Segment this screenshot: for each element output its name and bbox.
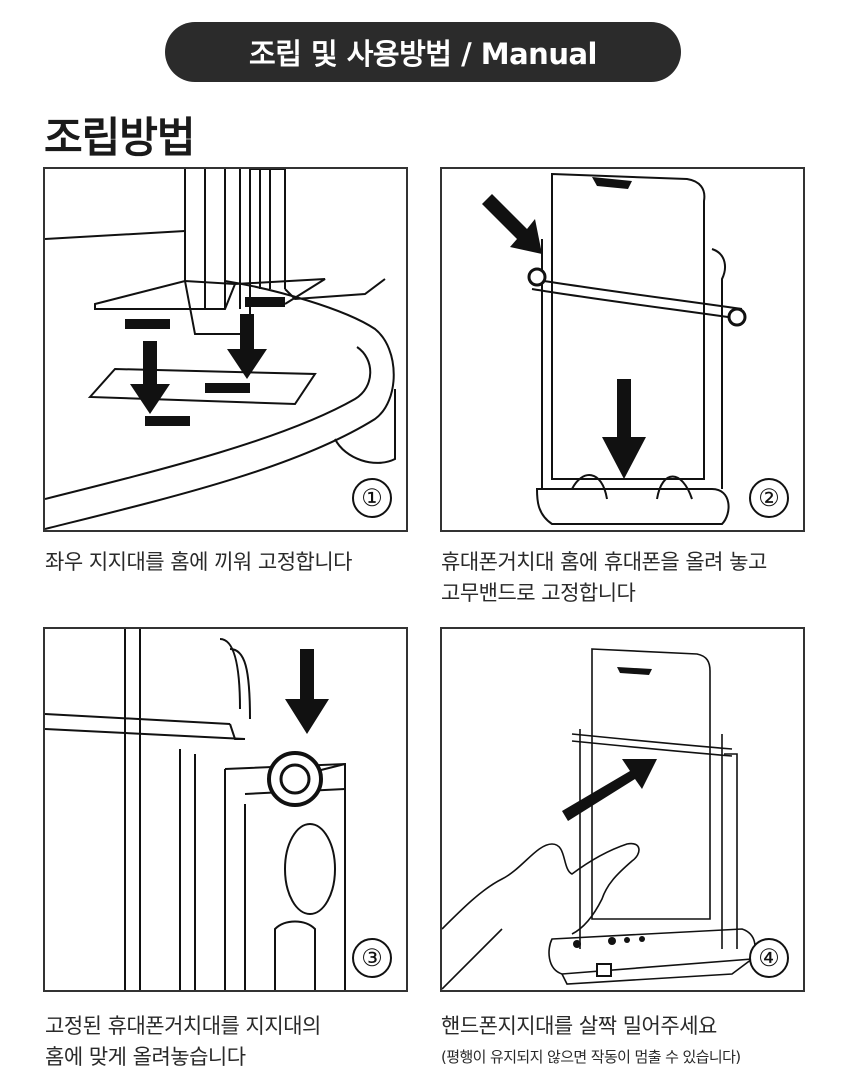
step-4-number: ④ [749,938,789,978]
step-4-illustration: ④ [440,627,805,992]
step-1-number: ① [352,478,392,518]
header-title: 조립 및 사용방법 / Manual [249,37,597,71]
step-3-caption-line-2: 홈에 맞게 올려놓습니다 [45,1045,246,1069]
step-3-caption: 고정된 휴대폰거치대를 지지대의 홈에 맞게 올려놓습니다 [45,1011,321,1073]
step-4-caption-line-1: 핸드폰지지대를 살짝 밀어주세요 [441,1014,717,1038]
step-4-caption: 핸드폰지지대를 살짝 밀어주세요 (평행이 유지되지 않으면 작동이 멈출 수 … [441,1011,741,1072]
step-2-illustration: ② [440,167,805,532]
step-2-caption-line-1: 휴대폰거치대 홈에 휴대폰을 올려 놓고 [441,550,767,574]
step-3-drawing [45,629,346,990]
step-3-illustration: ③ [43,627,408,992]
step-2-caption: 휴대폰거치대 홈에 휴대폰을 올려 놓고 고무밴드로 고정합니다 [441,547,767,609]
step-1-drawing [45,169,396,530]
step-2-caption-line-2: 고무밴드로 고정합니다 [441,581,636,605]
step-2-number: ② [749,478,789,518]
section-title: 조립방법 [44,113,196,162]
step-3-caption-line-1: 고정된 휴대폰거치대를 지지대의 [45,1014,321,1038]
step-1-illustration: ① [43,167,408,532]
step-2-drawing [482,172,747,525]
step-1-caption-line-1: 좌우 지지대를 홈에 끼워 고정합니다 [45,550,353,574]
header-pill: 조립 및 사용방법 / Manual [165,22,681,82]
step-3-number: ③ [352,938,392,978]
step-4-drawing [442,648,756,990]
step-4-caption-line-2: (평행이 유지되지 않으면 작동이 멈출 수 있습니다) [441,1048,741,1066]
step-1-caption: 좌우 지지대를 홈에 끼워 고정합니다 [45,547,353,578]
